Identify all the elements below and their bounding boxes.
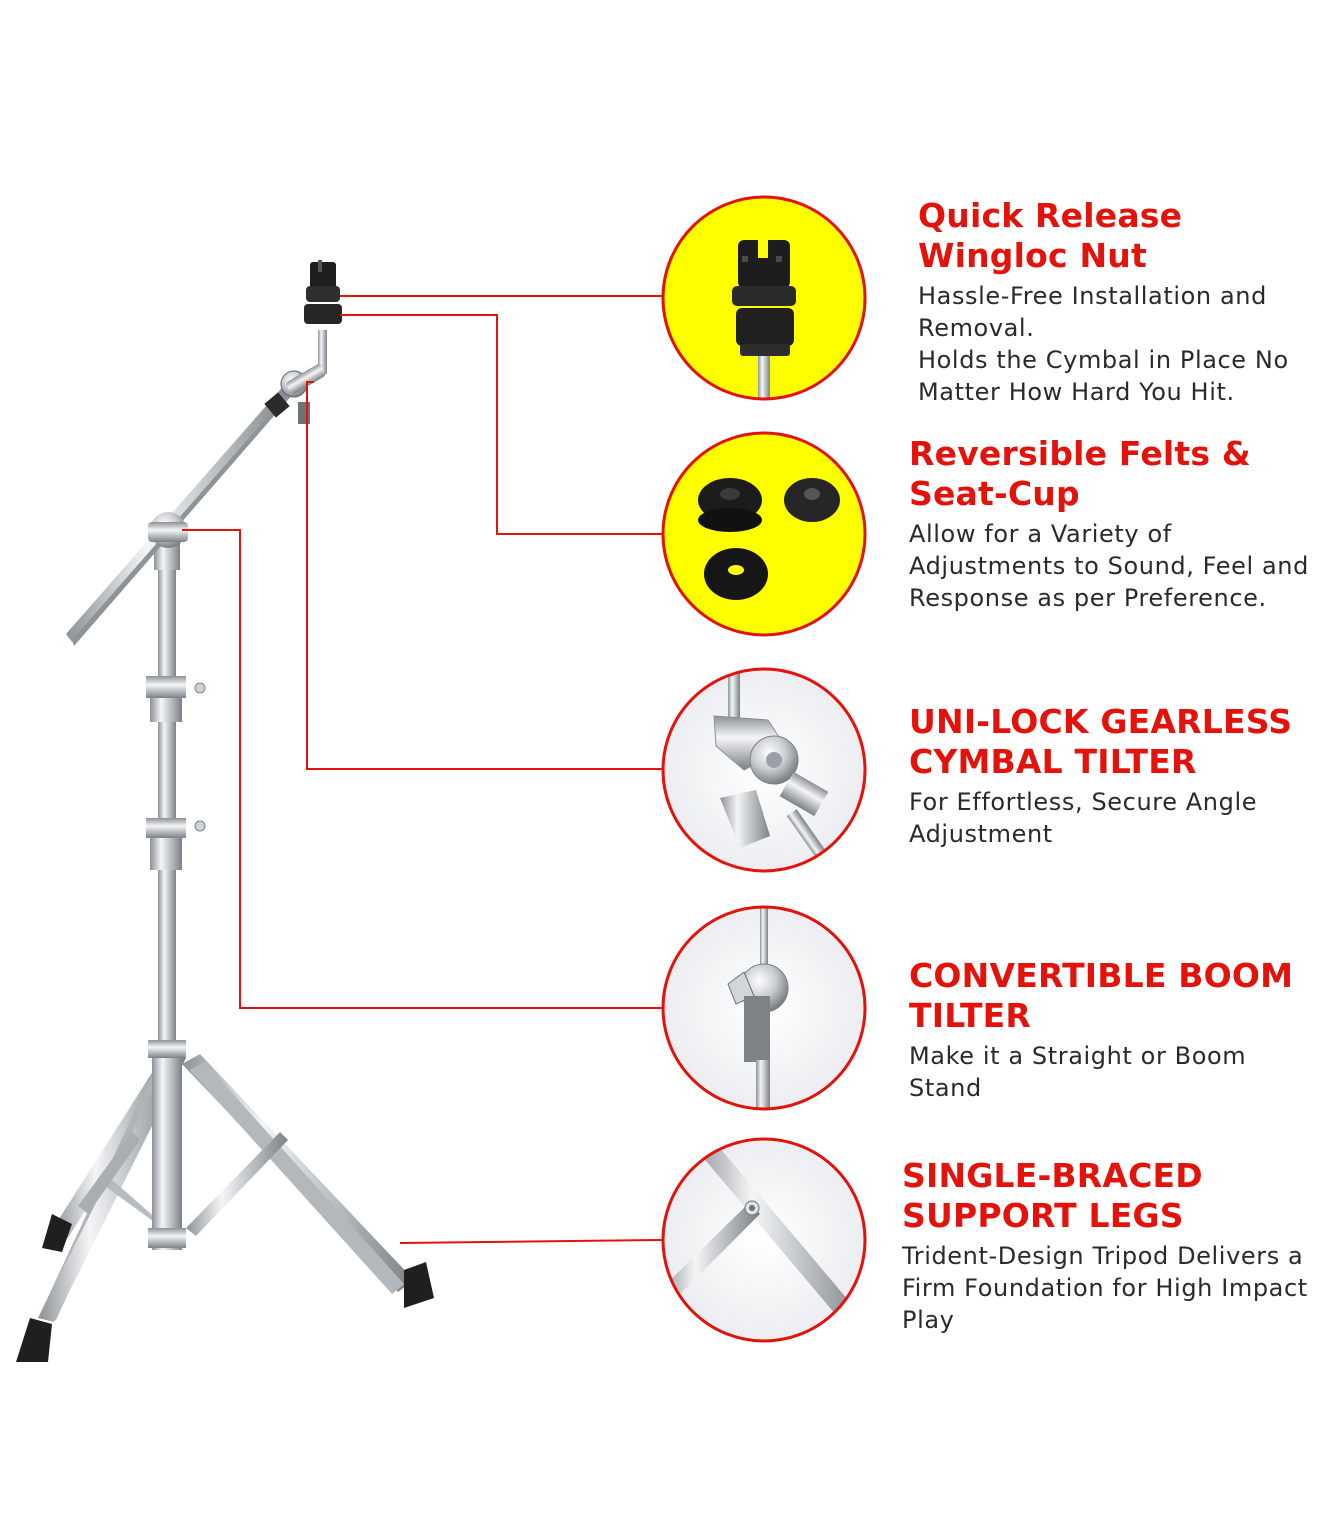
feature-tilter: UNI-LOCK GEARLESS CYMBAL TILTER For Effo… [909,702,1309,850]
feature-line: For Effortless, Secure Angle Adjustment [909,788,1258,848]
feature-wingloc: Quick Release Wingloc Nut Hassle-Free In… [918,196,1334,408]
callout-line-4 [182,529,662,1009]
feature-description: Trident-Design Tripod Delivers a Firm Fo… [902,1240,1322,1336]
callout-line-3 [306,381,662,770]
feature-line: Hassle-Free Installation and Removal. [918,282,1267,342]
callout-line-5 [399,1239,663,1244]
detail-circle-tilter [661,667,867,873]
stand-tube [146,540,206,1250]
detail-circle-boom-tilter [661,905,867,1111]
feature-title: Quick Release Wingloc Nut [918,196,1183,275]
feature-line: Allow for a Variety of Adjustments to So… [909,520,1309,612]
top-tilter [280,330,327,424]
cymbal-stand-illustration [16,260,434,1362]
wingloc-nut [304,260,342,324]
cymbal-tilter-icon [713,669,829,857]
feature-boom-tilter: CONVERTIBLE BOOM TILTER Make it a Straig… [909,956,1309,1104]
feature-line: Make it a Straight or Boom Stand [909,1042,1247,1102]
felts-seatcup-icon [698,478,840,600]
boom-tilter-icon [727,907,789,1109]
stand-legs [16,1054,434,1362]
boom-arm [66,374,300,646]
feature-title: CONVERTIBLE BOOM TILTER [909,956,1294,1035]
feature-description: Allow for a Variety of Adjustments to So… [909,518,1335,614]
feature-line: Holds the Cymbal in Place No Matter How … [918,346,1289,406]
feature-description: Make it a Straight or Boom Stand [909,1040,1309,1104]
callout-line-2 [340,314,662,535]
feature-legs: SINGLE-BRACED SUPPORT LEGS Trident-Desig… [902,1156,1322,1336]
feature-felts: Reversible Felts & Seat-Cup Allow for a … [909,434,1335,614]
feature-description: For Effortless, Secure Angle Adjustment [909,786,1309,850]
feature-title: UNI-LOCK GEARLESS CYMBAL TILTER [909,702,1293,781]
detail-circle-wingloc [661,195,867,401]
support-legs-icon [663,1139,865,1334]
feature-title: Reversible Felts & Seat-Cup [909,434,1251,513]
feature-line: Trident-Design Tripod Delivers a Firm Fo… [902,1242,1308,1334]
feature-description: Hassle-Free Installation and Removal. Ho… [918,280,1334,408]
detail-circle-felts [661,431,867,637]
wingloc-nut-icon [732,238,796,399]
detail-circle-legs [661,1137,867,1343]
callout-lines [182,295,663,1244]
feature-title: SINGLE-BRACED SUPPORT LEGS [902,1156,1203,1235]
